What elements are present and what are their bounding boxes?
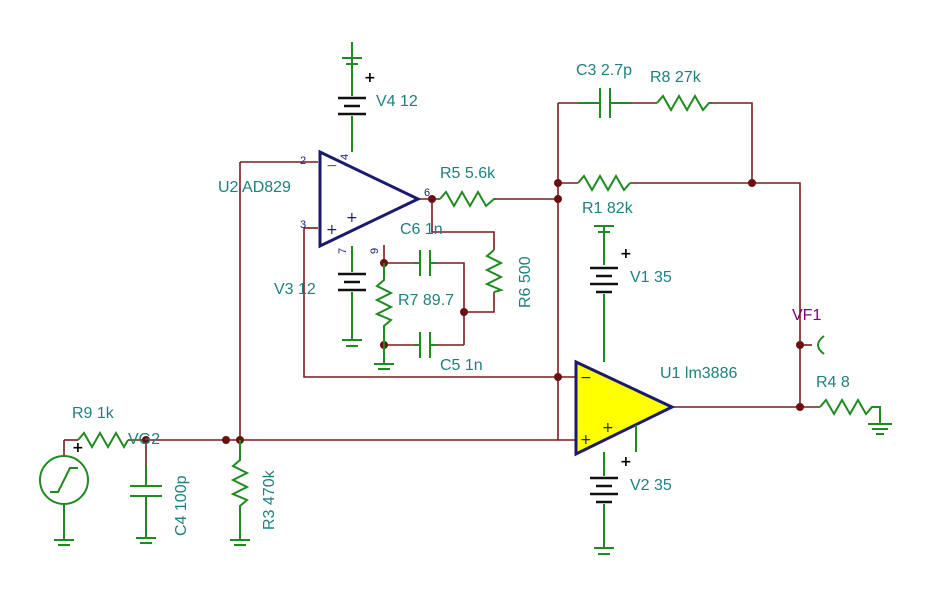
capacitor-c5[interactable] <box>414 332 436 358</box>
label-c4: C4 100p <box>173 475 190 536</box>
label-v1: V1 35 <box>630 269 672 286</box>
v2-plus-sign: + <box>620 454 632 470</box>
resistor-r4[interactable] <box>819 397 892 435</box>
battery-v2[interactable]: + <box>590 452 632 555</box>
resistor-r9[interactable] <box>77 430 129 450</box>
node-r1-left <box>554 179 562 187</box>
node-input-a <box>222 436 230 444</box>
u2-pin-7: 7 <box>337 248 349 254</box>
node-vf1 <box>796 341 804 349</box>
battery-v4[interactable]: + <box>338 42 376 152</box>
label-r4: R4 8 <box>816 374 850 391</box>
node-u1-inv <box>554 373 562 381</box>
node-r5-right <box>554 195 562 203</box>
wires <box>63 102 820 466</box>
label-vg2: VG2 <box>128 431 160 448</box>
resistor-r8[interactable] <box>656 93 712 113</box>
label-c6: C6 1n <box>400 221 443 238</box>
label-c5: C5 1n <box>440 357 483 374</box>
node-vg2 <box>142 436 150 444</box>
node-r8-r1 <box>748 179 756 187</box>
label-u2: U2 AD829 <box>218 179 291 196</box>
probe-vf1[interactable] <box>817 335 825 355</box>
resistor-r6[interactable] <box>484 249 504 293</box>
junction-nodes <box>142 179 804 444</box>
label-r8: R8 27k <box>650 69 702 86</box>
label-v2: V2 35 <box>630 477 672 494</box>
label-r6: R6 500 <box>517 256 534 308</box>
node-u2-out <box>428 195 436 203</box>
u2-pin-9: 9 <box>369 248 381 254</box>
label-v4: V4 12 <box>376 93 418 110</box>
u2-pin-4: 4 <box>339 154 351 160</box>
label-vf1: VF1 <box>792 307 821 324</box>
u2-plus-sign: + <box>326 222 338 238</box>
label-r1: R1 82k <box>582 200 634 217</box>
opamp-u2[interactable]: − + + <box>318 149 422 249</box>
vg2-plus-sign: + <box>72 440 84 456</box>
u1-plus-sign: + <box>580 432 592 448</box>
u1-minus-sign: − <box>580 370 592 386</box>
capacitor-c6[interactable] <box>414 250 436 276</box>
battery-v1[interactable]: + <box>590 225 632 362</box>
resistor-r1[interactable] <box>577 173 631 193</box>
resistor-r5[interactable] <box>439 189 496 209</box>
u2-pin-2: 2 <box>300 155 306 167</box>
label-u1: U1 lm3886 <box>660 365 737 382</box>
u2-pin-3: 3 <box>300 219 306 231</box>
u2-plus-sign-inner: + <box>346 210 358 226</box>
resistor-r3[interactable] <box>230 440 250 546</box>
capacitor-c4[interactable] <box>130 466 162 544</box>
node-output <box>796 403 804 411</box>
capacitor-c3[interactable] <box>578 88 632 118</box>
node-r6-bottom <box>460 308 468 316</box>
u2-pin-6: 6 <box>424 187 430 199</box>
power-amp-u1[interactable]: − + + <box>574 359 676 457</box>
ground-c5 <box>374 345 394 370</box>
label-c3: C3 2.7p <box>576 62 632 79</box>
label-r9: R9 1k <box>72 405 115 422</box>
label-v3: V3 12 <box>274 281 316 298</box>
v1-plus-sign: + <box>620 246 632 262</box>
battery-v3[interactable] <box>338 246 366 347</box>
u2-minus-sign: − <box>326 158 338 174</box>
label-r3: R3 470k <box>261 469 278 530</box>
resistor-r7[interactable] <box>374 263 394 345</box>
u1-plus-sign-inner: + <box>602 420 614 436</box>
v4-plus-sign: + <box>364 70 376 86</box>
label-r5: R5 5.6k <box>440 165 496 182</box>
label-r7: R7 89.7 <box>398 292 454 309</box>
signal-generator-vg2[interactable]: + <box>39 440 89 546</box>
